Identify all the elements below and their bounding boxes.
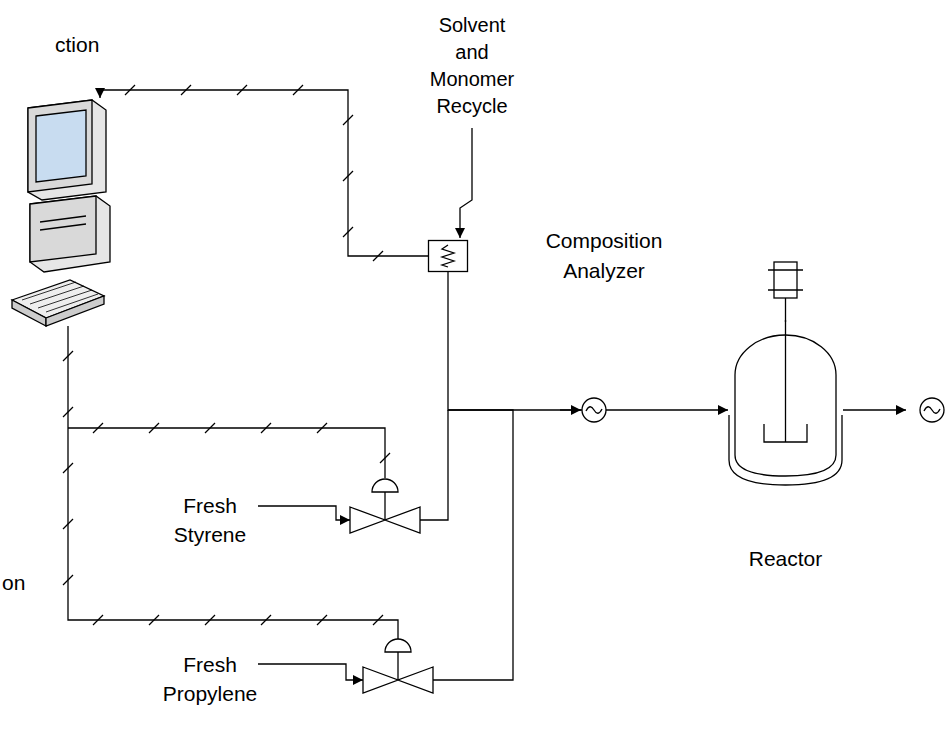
- stream-label: Fresh Propylene: [145, 650, 275, 708]
- stream-label-text: Fresh Styrene: [174, 494, 246, 546]
- signal-hash: [63, 519, 73, 529]
- process-stream: [448, 272, 728, 410]
- reactor-vessel-outline: [728, 320, 843, 486]
- signal-hash: [63, 575, 73, 585]
- analyzer-box: Composition Analyzer: [428, 240, 468, 272]
- signal-hash: [237, 85, 247, 95]
- stream-label: Solvent and Monomer Recycle: [422, 12, 522, 120]
- product-stream: [843, 409, 906, 410]
- node-label: Composition Analyzer: [534, 226, 674, 286]
- stream-label-text: Solvent and Monomer Recycle: [430, 14, 514, 117]
- signal-hash: [149, 423, 159, 433]
- node-label: Reactor: [716, 544, 856, 574]
- signal-wire: [63, 85, 428, 650]
- agitator-motor: [768, 262, 803, 322]
- signal-hash: [261, 423, 271, 433]
- signal-hash: [93, 615, 103, 625]
- computer-icon: [12, 100, 110, 326]
- signal-hash: [343, 115, 353, 125]
- signal-hash: [293, 85, 303, 95]
- signal-hash: [63, 351, 73, 361]
- control-valve: [258, 410, 448, 533]
- reactor-vessel: Reactor: [728, 320, 843, 574]
- heat-exchanger: [582, 398, 606, 422]
- analyzer-box-outline: [428, 240, 468, 272]
- stream-label: on: [2, 568, 62, 597]
- signal-hash: [373, 615, 383, 625]
- signal-hash: [380, 453, 390, 463]
- signal-hash: [93, 423, 103, 433]
- signal-hash: [63, 407, 73, 417]
- flow-arrow: [560, 409, 581, 410]
- signal-hash: [343, 171, 353, 181]
- signal-hash: [317, 615, 327, 625]
- stream-label-text: on: [2, 571, 25, 594]
- signal-hash: [205, 615, 215, 625]
- stream-label: Fresh Styrene: [150, 491, 270, 549]
- signal-hash: [205, 423, 215, 433]
- signal-hash: [373, 251, 383, 261]
- recycle-stream: [460, 128, 472, 238]
- signal-hash: [261, 615, 271, 625]
- stream-label-text: Fresh Propylene: [163, 653, 258, 705]
- signal-hash: [181, 85, 191, 95]
- signal-hash: [125, 85, 135, 95]
- signal-hash: [343, 227, 353, 237]
- stream-label-text: ction: [55, 33, 99, 56]
- control-valve: [258, 410, 513, 693]
- heat-exchanger: [920, 398, 944, 422]
- signal-hash: [63, 463, 73, 473]
- stream-label: ction: [55, 30, 145, 59]
- signal-hash: [149, 615, 159, 625]
- signal-hash: [317, 423, 327, 433]
